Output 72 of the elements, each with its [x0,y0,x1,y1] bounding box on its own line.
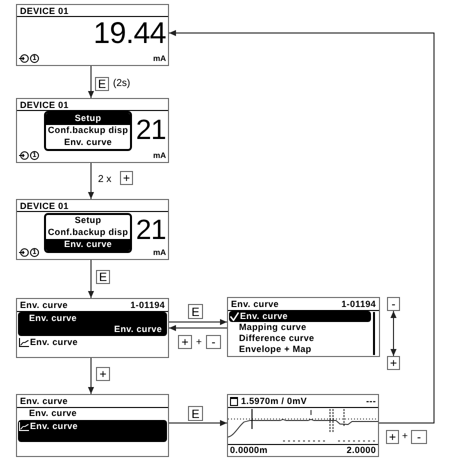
selection-bar [18,312,167,336]
key-symbol: + [178,335,192,349]
flow-arrow [168,324,228,332]
menu-item: Mapping curve [239,322,306,333]
lcd-screen [16,298,169,358]
flow-arrow [88,66,94,98]
menu-item: Env. curve [30,337,78,348]
popup-menu [44,213,132,253]
key-symbol: E [188,406,203,421]
menu-item: Env. curve [64,239,112,250]
menu-item: Env. curve [240,311,288,322]
screen-title: DEVICE 01 [20,100,69,111]
axis-start-value: 0.0000m [230,445,268,456]
key-symbol: + [96,367,110,381]
status-dashes: --- [366,396,376,407]
key-symbol: + [387,356,400,370]
lcd-screen [16,98,169,163]
flow-arrow [168,318,228,326]
menu-item: Setup [74,113,102,124]
selection-bar [46,239,130,251]
selection-bar [18,420,167,442]
key-symbol: E [96,270,110,284]
menu-item: Difference curve [239,333,314,344]
measurement-readout: 1.5970m / 0mV [241,396,307,407]
key-symbol: - [411,430,427,444]
key-symbol: - [206,335,221,349]
unit-label: mA [153,248,166,258]
selection-bar [229,311,371,322]
menu-item: Envelope + Map [239,344,312,355]
flow-arrow [88,260,94,298]
flow-arrow [88,162,94,200]
menu-item: Env. curve [29,408,77,419]
key-symbol: + [386,430,399,444]
reading-value: 21 [136,116,166,144]
lcd-screen [16,394,169,457]
screen-title: DEVICE 01 [20,6,69,17]
menu-item: Env. curve [114,324,162,335]
parameter-code: 1-01194 [130,300,165,311]
lcd-screen [16,4,169,66]
reading-value: 21 [136,216,166,244]
flow-arrow [88,358,94,394]
lcd-screen [16,199,169,260]
key-symbol: E [95,77,109,91]
menu-item: Conf.backup disp [48,125,128,136]
key-symbol: - [387,297,400,311]
screen-title: Env. curve [20,396,68,407]
menu-item: Conf.backup disp [48,227,128,238]
menu-item: Env. curve [29,313,77,324]
parameter-code: 1-01194 [341,299,376,310]
reading-value: 19.44 [93,19,166,49]
unit-label: mA [153,54,166,64]
lcd-screen [227,394,379,457]
plus-sign: + [196,336,202,350]
key-symbol: + [120,171,133,185]
screen-title: Env. curve [20,300,68,311]
screen-title: Env. curve [231,299,279,310]
menu-item: Setup [74,215,102,226]
menu-item: Env. curve [64,137,112,148]
plus-sign: + [402,430,408,444]
flow-arrow [168,30,434,424]
menu-item: Env. curve [30,421,78,432]
key-note: 2 x [98,174,112,186]
double-arrow [390,310,397,356]
popup-menu [44,111,132,151]
unit-label: mA [153,151,166,161]
key-symbol: E [188,304,203,319]
selection-bar [46,113,130,125]
flow-arrow [168,420,228,426]
lcd-screen [227,297,380,357]
screen-title: DEVICE 01 [20,201,69,212]
key-note: (2s) [113,78,130,90]
axis-end-value: 2.0000 [346,445,376,456]
